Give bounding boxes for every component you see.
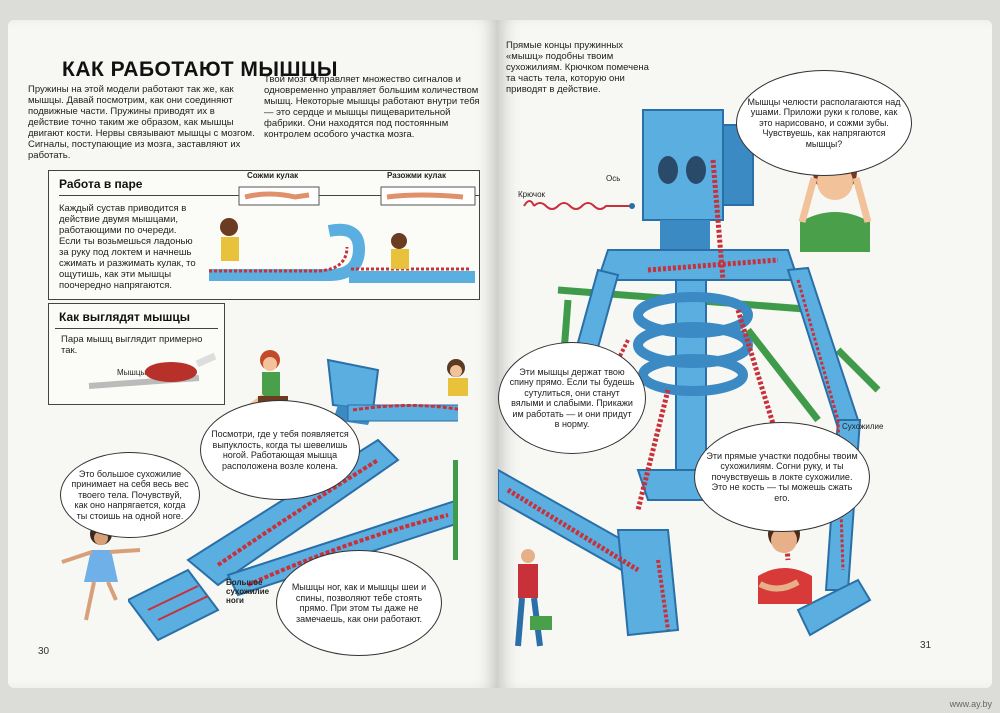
pair-text: Каждый сустав приводится в действие двум… xyxy=(59,203,196,291)
speech-bubble-tendon: Это большое сухожилие принимает на себя … xyxy=(60,452,200,538)
intro-text-right: Твой мозг отправляет множество сигналов … xyxy=(264,74,480,140)
speech-bubble-legs: Мышцы ног, как и мышцы шеи и спины, позв… xyxy=(276,550,442,656)
page-title: КАК РАБОТАЮТ МЫШЦЫ xyxy=(62,58,338,81)
pair-illustration xyxy=(209,186,476,283)
right-intro-text: Прямые концы пружинных «мышц» подобны тв… xyxy=(506,40,649,95)
open-book: КАК РАБОТАЮТ МЫШЦЫ Пружины на этой модел… xyxy=(8,20,992,688)
release-fist-label: Разожми кулак xyxy=(387,171,446,180)
muscles-heading: Как выглядят мышцы xyxy=(59,310,191,324)
hook-axis-illustration xyxy=(523,200,635,210)
muscle-illustration xyxy=(88,352,217,389)
squeeze-fist-label: Сожми кулак xyxy=(247,171,299,180)
boy-leaning-illustration xyxy=(447,359,468,396)
speech-bubble-knee: Посмотри, где у тебя появляется выпуклос… xyxy=(200,400,360,500)
muscles-label: Мышцы xyxy=(117,368,147,377)
muscles-section: Как выглядят мышцы Пара мышц выглядит пр… xyxy=(48,303,225,405)
hook-label: Крючок xyxy=(518,190,546,199)
intro-text-left: Пружины на этой модели работают так же, … xyxy=(28,84,255,161)
page-number-right: 31 xyxy=(920,640,932,651)
left-page: КАК РАБОТАЮТ МЫШЦЫ Пружины на этой модел… xyxy=(8,20,498,688)
axis-label: Ось xyxy=(606,174,621,183)
page-number-left: 30 xyxy=(38,646,50,657)
right-page: Прямые концы пружинных «мышц» подобны тв… xyxy=(498,20,992,688)
speech-bubble-elbow: Эти прямые участки подобны твоим сухожил… xyxy=(694,422,870,532)
speech-bubble-back: Эти мышцы держат твою спину прямо. Если … xyxy=(498,342,646,454)
robot-worker-illustration xyxy=(515,549,552,647)
watermark: www.ay.by xyxy=(949,699,992,709)
muscles-text: Пара мышц выглядит примерно так. xyxy=(61,334,203,356)
pair-heading: Работа в паре xyxy=(59,177,143,191)
pair-section: Работа в паре Каждый сустав приводится в… xyxy=(48,170,480,300)
speech-bubble-jaw: Мышцы челюсти располагаются над ушами. П… xyxy=(736,70,912,176)
big-tendon-label: Большое сухожилие ноги xyxy=(226,578,270,605)
tendon-label: Сухожилие xyxy=(842,422,884,431)
